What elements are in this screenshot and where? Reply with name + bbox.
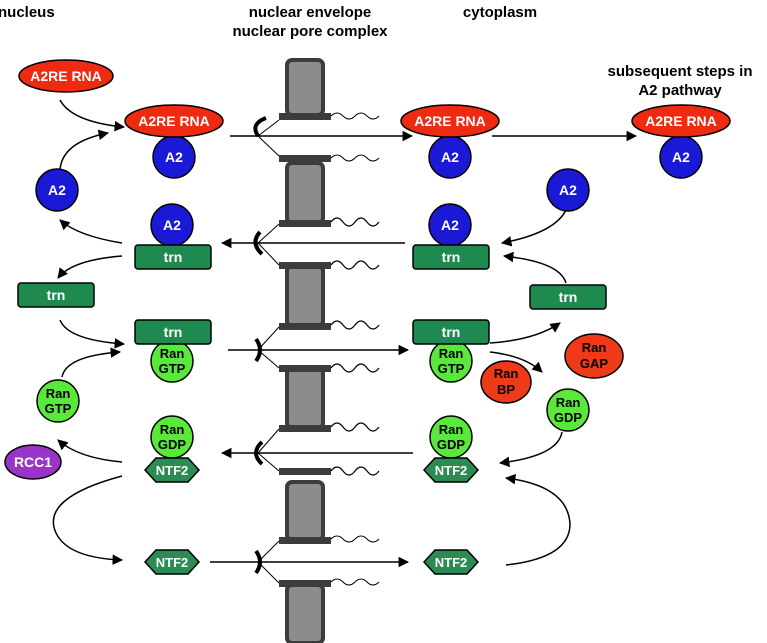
- trn-nucleus-free: trn: [17, 282, 95, 308]
- header-subsequent-line1: subsequent steps in: [607, 63, 752, 80]
- rangdp-ntf2-complex-cytoplasm: Ran GDP NTF2: [422, 415, 480, 483]
- svg-text:GTP: GTP: [438, 361, 465, 376]
- svg-text:Ran: Ran: [494, 366, 519, 381]
- svg-text:A2: A2: [48, 182, 66, 198]
- envelope-block: [285, 480, 325, 542]
- svg-text:GDP: GDP: [554, 410, 583, 425]
- svg-text:NTF2: NTF2: [435, 463, 468, 478]
- svg-text:trn: trn: [164, 324, 183, 340]
- rangdp-ntf2-complex-nucleus: Ran GDP NTF2: [143, 415, 201, 483]
- trn-rangtp-complex-nucleus: Ran GTP trn: [134, 319, 212, 383]
- trn-cytoplasm-free: trn: [529, 284, 607, 310]
- svg-text:trn: trn: [559, 289, 578, 305]
- svg-text:Ran: Ran: [439, 422, 464, 437]
- header-nucleus: nucleus: [0, 4, 55, 21]
- svg-text:RCC1: RCC1: [14, 454, 52, 470]
- header-cytoplasm: cytoplasm: [463, 4, 537, 21]
- nuclear-envelope: [285, 58, 325, 643]
- svg-text:GDP: GDP: [158, 437, 187, 452]
- svg-text:trn: trn: [164, 249, 183, 265]
- a2-trn-complex-nucleus: A2 trn: [134, 203, 212, 270]
- cycle-arrows: [52, 99, 571, 566]
- svg-text:Ran: Ran: [439, 346, 464, 361]
- svg-text:Ran: Ran: [46, 386, 71, 401]
- svg-text:trn: trn: [442, 324, 461, 340]
- ntf2-cytoplasm-free: NTF2: [422, 549, 480, 575]
- ran-bp: Ran BP: [480, 360, 532, 404]
- svg-text:A2: A2: [441, 217, 459, 233]
- svg-text:GTP: GTP: [159, 361, 186, 376]
- a2re-rna-nucleus: A2RE RNA: [18, 59, 114, 93]
- svg-text:Ran: Ran: [582, 340, 607, 355]
- svg-text:Ran: Ran: [160, 422, 185, 437]
- rangtp-nucleus-free: Ran GTP: [36, 379, 80, 423]
- a2-rna-complex-nucleus: A2 A2RE RNA: [124, 104, 224, 179]
- svg-text:GDP: GDP: [437, 437, 466, 452]
- envelope-block: [285, 58, 325, 117]
- envelope-block: [285, 366, 325, 430]
- a2-rna-complex-cytoplasm: A2 A2RE RNA: [400, 104, 500, 179]
- svg-text:A2: A2: [165, 149, 183, 165]
- svg-text:Ran: Ran: [556, 395, 581, 410]
- envelope-block: [285, 264, 325, 328]
- svg-text:A2RE RNA: A2RE RNA: [30, 68, 102, 84]
- envelope-block: [285, 161, 325, 225]
- transport-arrows: [210, 130, 638, 568]
- a2-trn-complex-cytoplasm: A2 trn: [412, 203, 490, 270]
- trn-rangtp-complex-cytoplasm: Ran GTP trn: [412, 319, 490, 383]
- rangdp-cytoplasm-free: Ran GDP: [546, 388, 590, 432]
- svg-text:A2RE RNA: A2RE RNA: [645, 113, 717, 129]
- svg-text:A2: A2: [559, 182, 577, 198]
- svg-text:NTF2: NTF2: [435, 555, 468, 570]
- svg-text:GTP: GTP: [45, 401, 72, 416]
- svg-text:trn: trn: [442, 249, 461, 265]
- header-envelope-line1: nuclear envelope: [249, 4, 372, 21]
- header-subsequent-line2: A2 pathway: [638, 82, 722, 99]
- a2-rna-complex-subsequent: A2 A2RE RNA: [631, 104, 731, 179]
- envelope-block: [285, 583, 325, 643]
- ran-gap: Ran GAP: [564, 333, 624, 379]
- svg-text:A2: A2: [441, 149, 459, 165]
- header-envelope-line2: nuclear pore complex: [232, 23, 388, 40]
- svg-text:A2RE RNA: A2RE RNA: [414, 113, 486, 129]
- a2-nucleus-free: A2: [35, 168, 79, 212]
- svg-text:GAP: GAP: [580, 356, 609, 371]
- ntf2-nucleus-free: NTF2: [143, 549, 201, 575]
- svg-text:BP: BP: [497, 382, 515, 397]
- rcc1: RCC1: [4, 444, 62, 480]
- svg-text:A2: A2: [163, 217, 181, 233]
- svg-text:Ran: Ran: [160, 346, 185, 361]
- svg-text:A2: A2: [672, 149, 690, 165]
- svg-text:NTF2: NTF2: [156, 555, 189, 570]
- svg-text:A2RE RNA: A2RE RNA: [138, 113, 210, 129]
- svg-text:NTF2: NTF2: [156, 463, 189, 478]
- svg-text:trn: trn: [47, 287, 66, 303]
- a2-cytoplasm-free: A2: [546, 168, 590, 212]
